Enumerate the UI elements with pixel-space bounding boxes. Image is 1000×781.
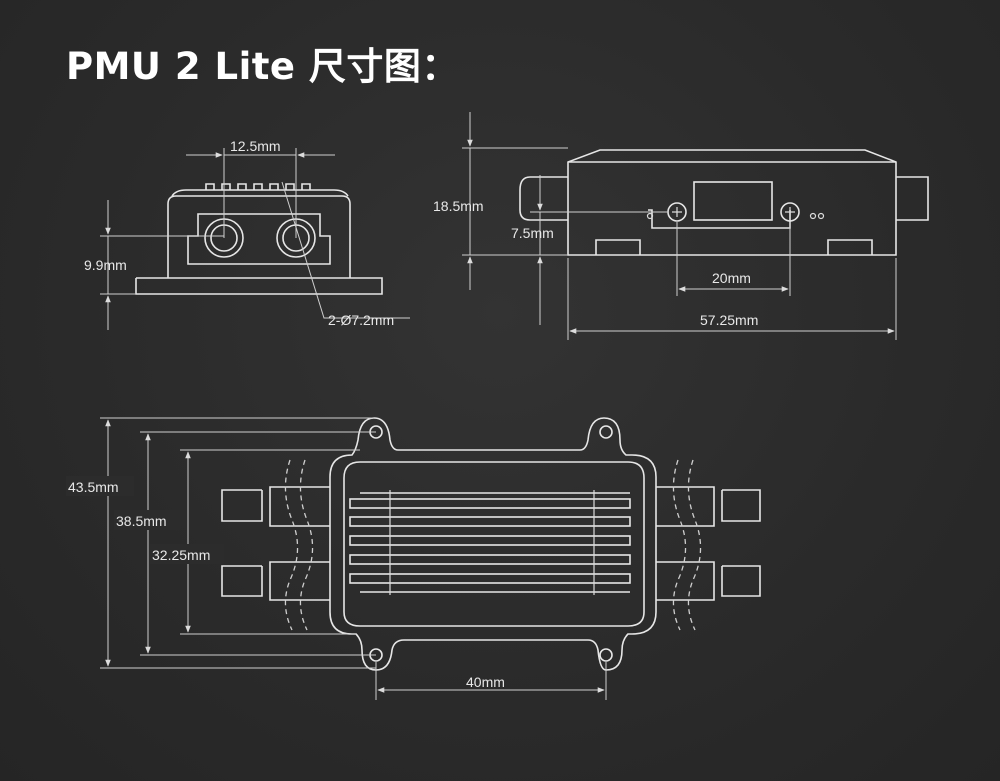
dim-top-hole-spacing: 40mm — [466, 674, 505, 690]
dim-top-mid: 38.5mm — [116, 513, 167, 529]
dim-side-screw-height: 7.5mm — [511, 225, 554, 241]
dim-side-length: 57.25mm — [700, 312, 758, 328]
side-view — [462, 112, 929, 340]
front-view — [100, 148, 410, 330]
dim-front-gap: 12.5mm — [230, 138, 281, 154]
dim-hole-diameter: 2-Ø7.2mm — [328, 312, 394, 328]
dim-front-height: 9.9mm — [84, 257, 127, 273]
dim-top-inner: 32.25mm — [152, 547, 210, 563]
top-view — [100, 417, 761, 700]
page-title: PMU 2 Lite 尺寸图： — [66, 45, 459, 88]
dim-top-total: 43.5mm — [68, 479, 119, 495]
dim-side-screw-spacing: 20mm — [712, 270, 751, 286]
dim-side-height: 18.5mm — [433, 198, 484, 214]
heatsink-slots — [349, 490, 631, 595]
